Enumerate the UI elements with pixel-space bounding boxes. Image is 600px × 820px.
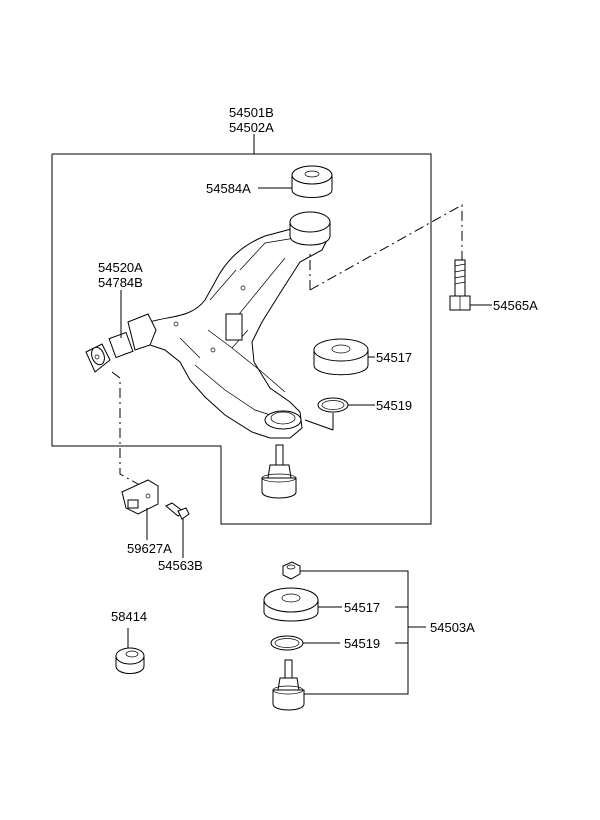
- ball-joint: [261, 444, 297, 499]
- cap-58414: [115, 647, 145, 674]
- cap-label[interactable]: 58414: [111, 609, 147, 624]
- rear-bushing: [291, 165, 333, 198]
- front-bushing-label-2[interactable]: 54784B: [98, 275, 143, 290]
- bolt-54565A: [449, 259, 471, 311]
- kit-snap-ring-label[interactable]: 54519: [344, 636, 380, 651]
- kit-nut: [282, 561, 301, 580]
- dust-cover-label[interactable]: 54517: [376, 350, 412, 365]
- kit-dust-cover: [263, 587, 319, 622]
- bracket-label[interactable]: 59627A: [127, 541, 172, 556]
- bracket-dashed-leader: [111, 371, 139, 485]
- rear-bushing-housing: [289, 211, 331, 246]
- arm-assembly-frame: [51, 153, 432, 525]
- snap-ring-label[interactable]: 54519: [376, 398, 412, 413]
- front-bushing: [85, 313, 157, 373]
- front-bushing-label-1[interactable]: 54520A: [98, 260, 143, 275]
- snap-ring: [317, 397, 349, 413]
- kit-bracket: [300, 570, 409, 695]
- kit-snap-ring: [270, 635, 304, 651]
- bolt-label[interactable]: 54565A: [493, 298, 538, 313]
- bolt-axis-dashed: [309, 204, 463, 291]
- bracket-bolt-label[interactable]: 54563B: [158, 558, 203, 573]
- kit-ball-joint: [272, 659, 305, 711]
- kit-label[interactable]: 54503A: [430, 620, 475, 635]
- dust-cover: [313, 338, 369, 376]
- assembly-axis-line: [304, 419, 334, 431]
- bushing-top-label[interactable]: 54584A: [206, 181, 251, 196]
- bracket-59627A: [121, 479, 159, 515]
- bracket-bolt-54563B: [165, 502, 190, 520]
- arm-part-number-2[interactable]: 54502A: [229, 120, 274, 135]
- lower-control-arm-drawing: [139, 224, 329, 439]
- arm-part-number-1[interactable]: 54501B: [229, 105, 274, 120]
- kit-dust-cover-label[interactable]: 54517: [344, 600, 380, 615]
